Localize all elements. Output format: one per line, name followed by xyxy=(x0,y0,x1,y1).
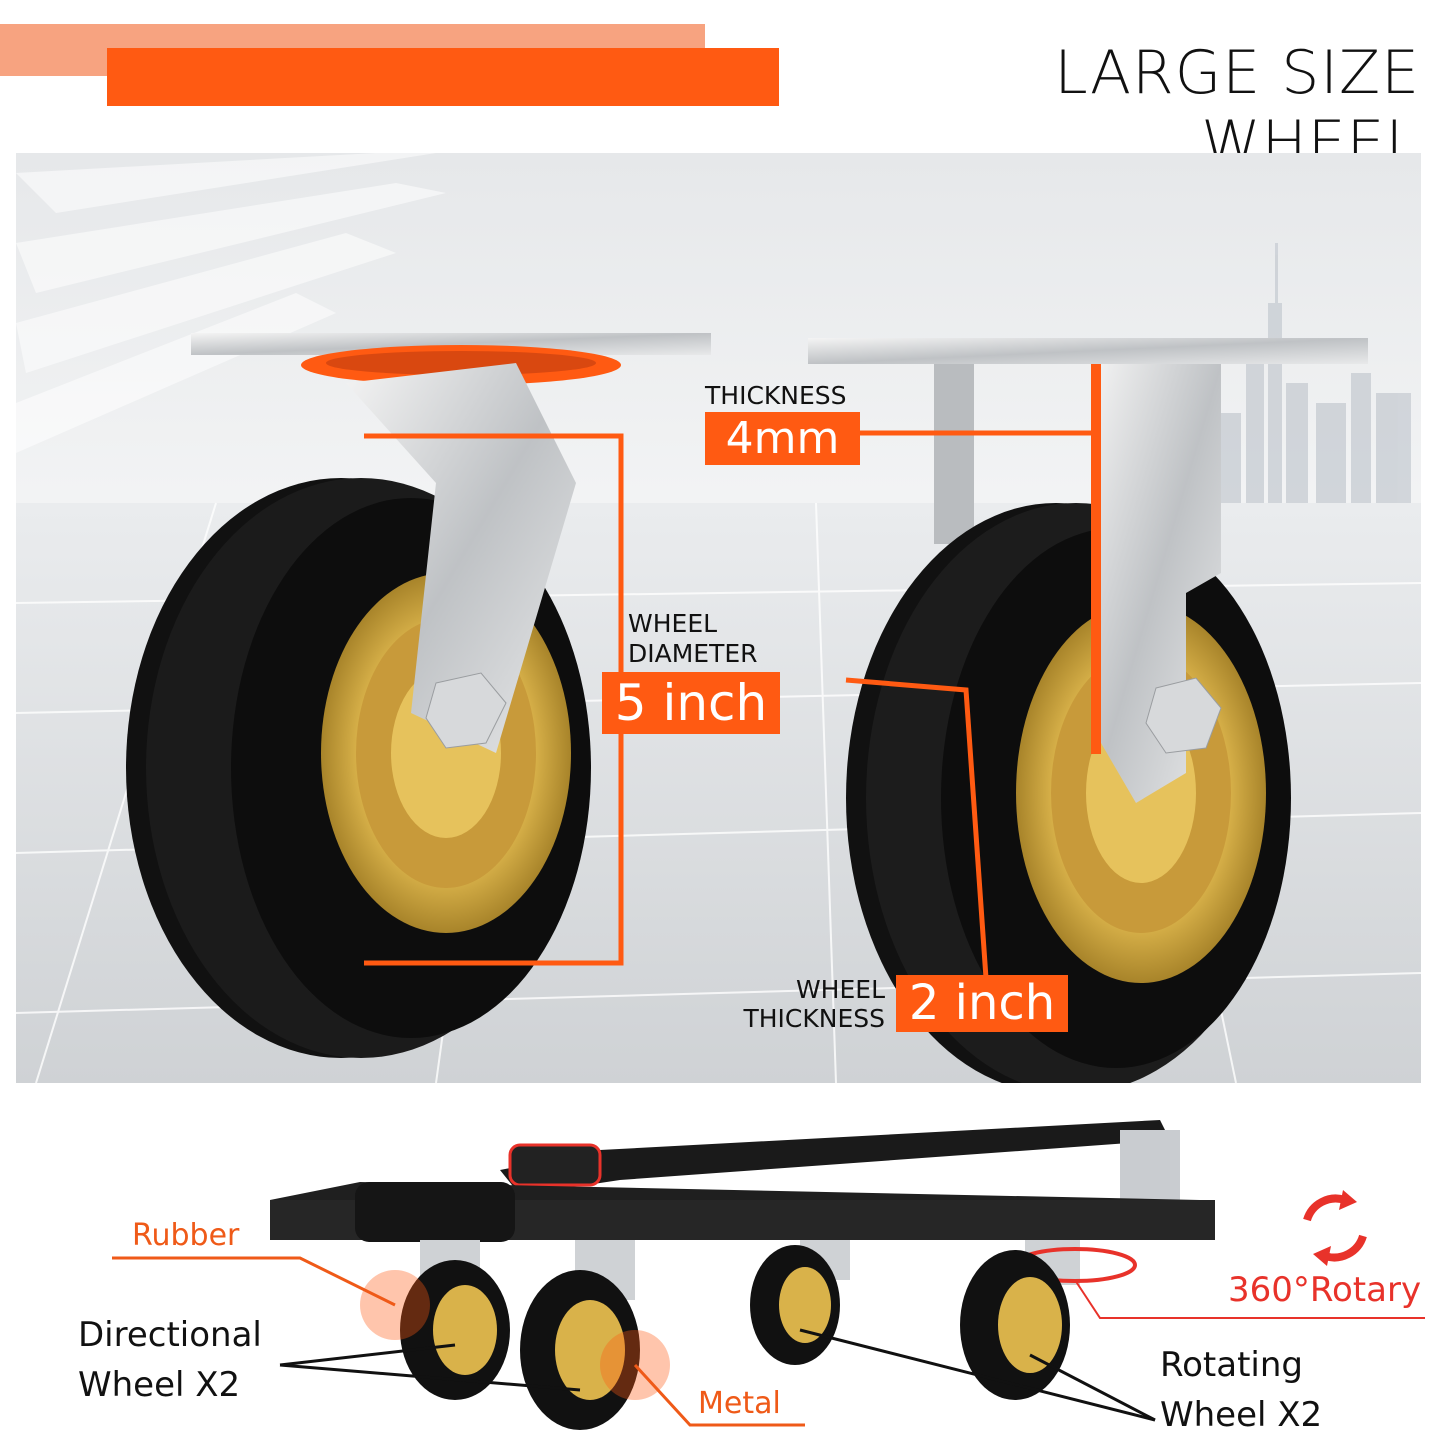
diameter-value-badge: 5 inch xyxy=(602,672,780,734)
header-accent-bar xyxy=(107,48,779,106)
diameter-label-line1: WHEEL xyxy=(628,609,718,638)
wheel-thickness-value-badge: 2 inch xyxy=(896,975,1068,1032)
rotary-icon xyxy=(1303,1190,1367,1266)
rotary-label: 360°Rotary xyxy=(1228,1270,1422,1310)
wheel-product-scene xyxy=(16,153,1421,1083)
rigid-caster xyxy=(808,338,1368,1083)
directional-wheel-label-line2: Wheel X2 xyxy=(78,1365,241,1405)
rubber-label: Rubber xyxy=(132,1218,240,1253)
directional-wheel-label-line1: Directional xyxy=(78,1315,262,1355)
diameter-label-line2: DIAMETER xyxy=(628,639,758,668)
wheel-thickness-label-line1: WHEEL xyxy=(795,975,885,1004)
wheel-thickness-label-line2: THICKNESS xyxy=(743,1004,885,1033)
rotating-wheel-label-line1: Rotating xyxy=(1160,1345,1303,1385)
swivel-caster xyxy=(126,333,711,1058)
thickness-label: THICKNESS xyxy=(705,381,847,410)
cart-illustration xyxy=(112,1120,1425,1430)
rotating-wheel-label-line2: Wheel X2 xyxy=(1160,1395,1323,1435)
metal-label: Metal xyxy=(698,1386,781,1421)
wheel-illustration xyxy=(16,153,1421,1083)
thickness-value-badge: 4mm xyxy=(705,412,860,465)
